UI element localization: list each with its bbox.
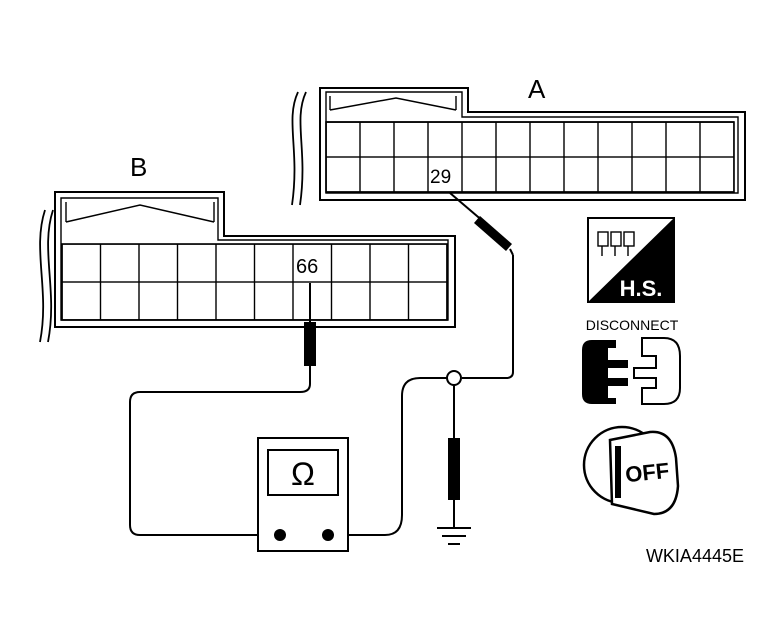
ignition-key-off-icon — [582, 425, 680, 516]
ohm-symbol: Ω — [291, 456, 315, 492]
disconnect-connector-icon — [582, 337, 681, 405]
connector-b-pin-number: 66 — [296, 256, 318, 278]
ground-lead — [328, 370, 462, 536]
harness-side-text: H.S. — [620, 276, 663, 301]
probe-b — [129, 283, 316, 536]
connector-a — [291, 87, 746, 206]
probe-a — [449, 192, 514, 379]
connector-a-label: A — [528, 74, 546, 104]
connector-b — [39, 191, 456, 343]
ignition-off-text: OFF — [624, 458, 670, 487]
disconnect-text: DISCONNECT — [586, 317, 679, 333]
harness-side-icon — [587, 217, 675, 303]
figure-code: WKIA4445E — [646, 546, 744, 566]
connector-b-label: B — [130, 152, 147, 182]
ground-symbol — [437, 527, 471, 545]
ohmmeter — [257, 437, 349, 552]
connector-a-pin-number: 29 — [430, 167, 451, 188]
